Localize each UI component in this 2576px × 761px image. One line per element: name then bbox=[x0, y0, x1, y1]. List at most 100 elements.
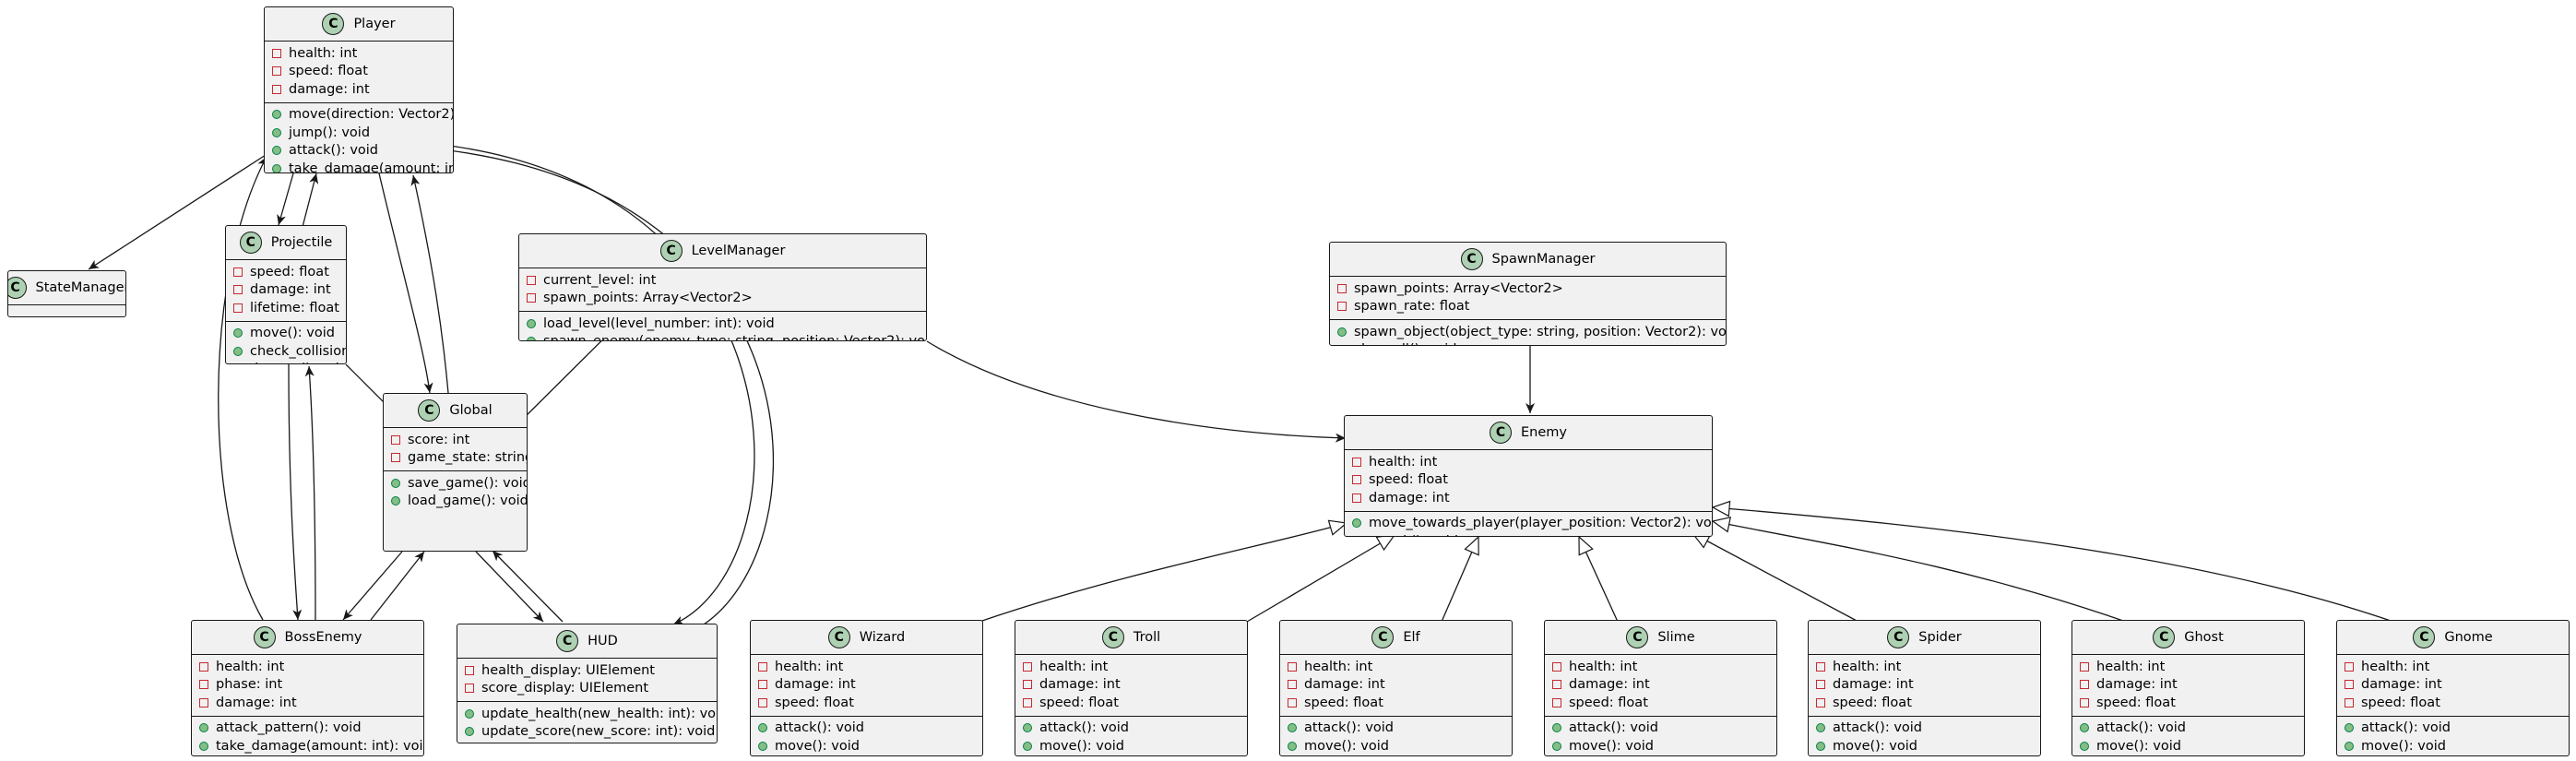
attribute-text: damage: int bbox=[1569, 677, 1650, 693]
method-row: move(): void bbox=[758, 737, 975, 755]
attribute-text: speed: float bbox=[2096, 695, 2176, 710]
public-visibility-icon bbox=[391, 496, 400, 506]
class-name: HUD bbox=[588, 634, 618, 648]
methods-section: move(direction: Vector2): voidjump(): vo… bbox=[265, 101, 453, 172]
attribute-row: current_level: int bbox=[527, 271, 919, 290]
attribute-text: speed: float bbox=[1369, 472, 1448, 488]
attribute-row: health: int bbox=[1023, 658, 1240, 676]
class-stereotype-icon: C bbox=[1887, 626, 1910, 648]
class-stereotype-icon: C bbox=[1490, 422, 1512, 444]
attributes-section bbox=[8, 305, 125, 316]
attribute-text: health: int bbox=[1569, 659, 1638, 674]
method-text: clear_all(): void bbox=[1354, 342, 1456, 345]
public-visibility-icon bbox=[465, 727, 474, 737]
attribute-text: damage: int bbox=[775, 677, 856, 693]
attribute-row: health: int bbox=[1352, 453, 1704, 471]
method-row: attack_pattern(): void bbox=[199, 719, 416, 738]
attribute-text: health_display: UIElement bbox=[481, 662, 655, 678]
attribute-text: speed: float bbox=[775, 695, 854, 710]
private-visibility-icon bbox=[2080, 697, 2089, 707]
attribute-text: health: int bbox=[2361, 659, 2430, 674]
method-text: attack(): void bbox=[1569, 720, 1659, 736]
edge-global-player bbox=[410, 174, 449, 394]
public-visibility-icon bbox=[758, 723, 767, 733]
edge-projectile-player bbox=[302, 172, 319, 228]
method-row: change_phase(): void bbox=[199, 755, 416, 756]
attribute-text: damage: int bbox=[1304, 677, 1385, 693]
method-row: attack(): void bbox=[2080, 719, 2297, 738]
private-visibility-icon bbox=[2345, 680, 2354, 690]
attribute-text: speed: float bbox=[250, 264, 329, 279]
methods-section: attack_pattern(): void take_damage(amount… bbox=[192, 715, 424, 756]
public-visibility-icon bbox=[272, 146, 281, 156]
method-row: attack(): void bbox=[758, 719, 975, 738]
class-stereotype-icon: C bbox=[2153, 626, 2176, 648]
private-visibility-icon bbox=[1552, 680, 1561, 690]
edge-global-hud bbox=[475, 551, 544, 623]
method-row: clear_all(): void bbox=[1337, 341, 1718, 345]
attribute-row: speed: float bbox=[1552, 694, 1769, 712]
method-text: take_damage(amount: int): void bbox=[216, 738, 424, 754]
method-row: attack(): void bbox=[2345, 719, 2561, 738]
private-visibility-icon bbox=[272, 66, 281, 77]
attribute-text: health: int bbox=[1369, 454, 1438, 470]
class-name: Wizard bbox=[859, 630, 906, 645]
private-visibility-icon bbox=[233, 303, 243, 313]
methods-section: move_towards_player(player_position: Vec… bbox=[1345, 510, 1712, 536]
attributes-section: health: int damage: int speed: float bbox=[1545, 655, 1776, 716]
method-text: attack_pattern(): void bbox=[216, 720, 362, 736]
attribute-row: phase: int bbox=[199, 676, 416, 695]
edge-hud-global bbox=[492, 550, 564, 623]
class-name: Elf bbox=[1403, 630, 1420, 645]
public-visibility-icon bbox=[2080, 723, 2089, 733]
class-stereotype-icon: C bbox=[827, 626, 850, 648]
method-row: attack(): void bbox=[1023, 719, 1240, 738]
method-text: move(): void bbox=[1833, 738, 1917, 754]
attribute-text: speed: float bbox=[1569, 695, 1648, 710]
private-visibility-icon bbox=[1023, 680, 1032, 690]
method-text: attack(): void bbox=[2096, 720, 2187, 736]
method-row: move(direction: Vector2): void bbox=[272, 106, 453, 125]
private-visibility-icon bbox=[465, 665, 474, 675]
attribute-row: speed: float bbox=[1816, 694, 2033, 712]
method-row: attack(): void bbox=[1352, 532, 1704, 536]
private-visibility-icon bbox=[2345, 697, 2354, 707]
method-row: take_damage(amount: int): void bbox=[2080, 755, 2297, 756]
method-row: attack(): void bbox=[1816, 719, 2033, 738]
public-visibility-icon bbox=[1552, 723, 1561, 733]
class-stereotype-icon: C bbox=[8, 277, 27, 299]
method-row: take_damage(amount: int): void bbox=[272, 160, 453, 172]
attribute-row: speed: float bbox=[272, 63, 445, 81]
attribute-row: speed: float bbox=[2345, 694, 2561, 712]
method-row: attack(): void bbox=[1288, 719, 1504, 738]
attribute-row: damage: int bbox=[2080, 676, 2297, 695]
method-row: move(): void bbox=[1816, 737, 2033, 755]
class-name: Player bbox=[353, 17, 396, 31]
